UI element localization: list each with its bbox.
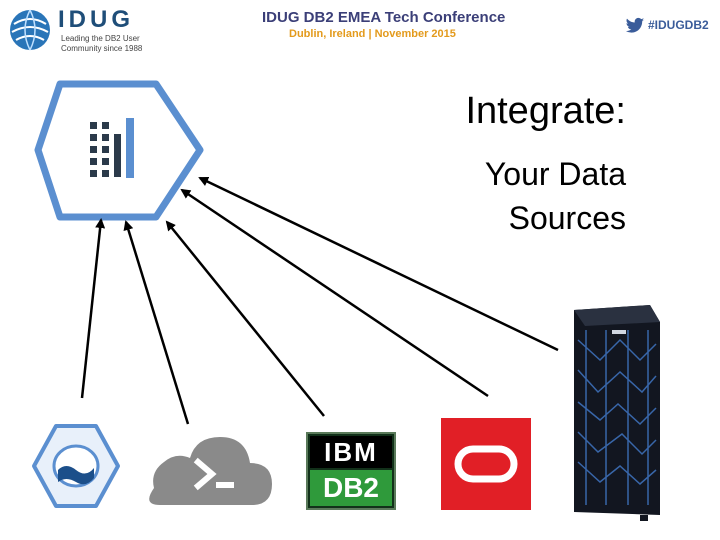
oracle-logo-icon — [441, 418, 531, 510]
idug-tagline-line1: Leading the DB2 User — [61, 34, 140, 43]
arrow-cloud-terminal — [123, 220, 190, 425]
arrow-cloud-db — [80, 218, 106, 399]
ibm-db2-logo-top: IBM — [310, 436, 392, 468]
ibm-db2-logo-bottom: DB2 — [310, 470, 392, 506]
integration-arrows — [80, 176, 559, 425]
cloud-terminal-icon — [149, 437, 272, 505]
slide-title: Integrate: — [465, 90, 626, 132]
arrow-ibm-db2 — [165, 220, 325, 417]
arrow-mainframe — [198, 176, 559, 352]
idug-tagline-line2: Community since 1988 — [61, 44, 143, 53]
conference-title: IDUG DB2 EMEA Tech Conference — [262, 9, 506, 26]
twitter-bird-icon — [625, 17, 645, 33]
twitter-hashtag: #IDUGDB2 — [648, 18, 709, 32]
slide-subtitle-line1: Your Data — [484, 156, 626, 192]
idug-logo-text: IDUG — [58, 6, 134, 33]
mainframe-server-icon — [574, 305, 660, 521]
analytics-hexagon-icon — [34, 80, 204, 221]
cloud-database-icon — [32, 424, 120, 508]
idug-globe-icon — [10, 9, 50, 51]
arrow-oracle — [180, 188, 489, 398]
slide-subtitle-line2: Sources — [508, 200, 626, 236]
conference-subtitle: Dublin, Ireland | November 2015 — [289, 28, 456, 40]
